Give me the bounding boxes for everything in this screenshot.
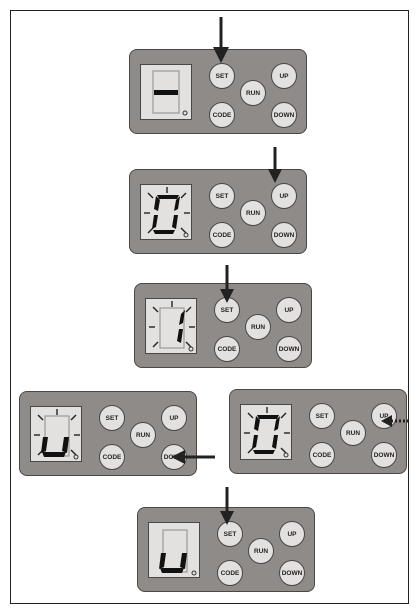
run-button[interactable]: RUN xyxy=(130,422,156,448)
down-button[interactable]: DOWN xyxy=(371,442,397,468)
code-button[interactable]: CODE xyxy=(217,560,243,586)
set-button[interactable]: SET xyxy=(209,63,235,89)
seven-segment-display-6 xyxy=(148,522,200,578)
controller-panel-5: SET UP RUN CODE DOWN xyxy=(229,389,407,474)
run-button[interactable]: RUN xyxy=(240,80,266,106)
run-button[interactable]: RUN xyxy=(248,538,274,564)
run-button[interactable]: RUN xyxy=(245,314,271,340)
arrow-left-icon xyxy=(171,450,215,464)
display-digit-zero-flashing xyxy=(144,187,190,238)
run-button[interactable]: RUN xyxy=(240,200,266,226)
up-button[interactable]: UP xyxy=(161,405,187,431)
display-digit-zero-bold xyxy=(34,409,80,460)
up-button[interactable]: UP xyxy=(371,403,397,429)
down-button[interactable]: DOWN xyxy=(276,336,302,362)
controller-panel-1: SET UP RUN CODE DOWN xyxy=(129,49,307,134)
display-digit-zero-flashing xyxy=(244,407,290,458)
code-button[interactable]: CODE xyxy=(209,102,235,128)
seven-segment-display-4 xyxy=(30,406,82,462)
controller-panel-3: SET UP RUN CODE DOWN xyxy=(134,283,312,368)
display-digit-zero-steady xyxy=(159,529,197,576)
up-button[interactable]: UP xyxy=(271,183,297,209)
code-button[interactable]: CODE xyxy=(99,444,125,470)
arrow-down-icon xyxy=(220,265,234,303)
diagram-frame: SET UP RUN CODE DOWN xyxy=(10,10,409,604)
code-button[interactable]: CODE xyxy=(214,336,240,362)
display-digit-dash xyxy=(152,70,188,116)
controller-panel-4: SET UP RUN CODE DOWN xyxy=(19,391,197,476)
seven-segment-display-3 xyxy=(145,298,197,354)
down-button[interactable]: DOWN xyxy=(279,560,305,586)
display-digit-one-flashing xyxy=(149,301,195,352)
up-button[interactable]: UP xyxy=(276,297,302,323)
seven-segment-display-1 xyxy=(140,64,192,120)
code-button[interactable]: CODE xyxy=(309,442,335,468)
arrow-left-dotted-icon xyxy=(381,415,408,427)
down-button[interactable]: DOWN xyxy=(271,222,297,248)
set-button[interactable]: SET xyxy=(217,521,243,547)
code-button[interactable]: CODE xyxy=(209,222,235,248)
arrow-down-icon xyxy=(213,17,229,63)
run-button[interactable]: RUN xyxy=(340,420,366,446)
up-button[interactable]: UP xyxy=(279,521,305,547)
set-button[interactable]: SET xyxy=(209,183,235,209)
seven-segment-display-5 xyxy=(240,404,292,460)
set-button[interactable]: SET xyxy=(99,405,125,431)
up-button[interactable]: UP xyxy=(271,63,297,89)
arrow-down-icon xyxy=(268,147,282,183)
set-button[interactable]: SET xyxy=(309,403,335,429)
controller-panel-2: SET UP RUN CODE DOWN xyxy=(129,169,307,254)
arrow-down-icon xyxy=(220,487,234,525)
down-button[interactable]: DOWN xyxy=(271,102,297,128)
seven-segment-display-2 xyxy=(140,184,192,240)
